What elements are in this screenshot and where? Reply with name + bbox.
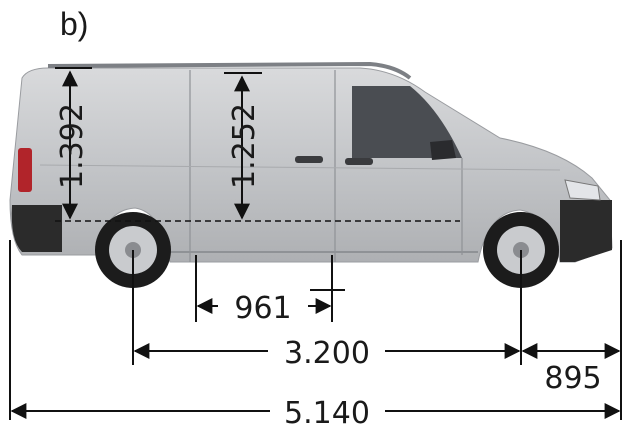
label-5140: 5.140 bbox=[284, 396, 370, 431]
roof-rail bbox=[47, 61, 412, 80]
door-handle-2 bbox=[345, 158, 373, 165]
front-side-window bbox=[352, 86, 462, 158]
rear-light bbox=[18, 148, 32, 192]
rear-bumper bbox=[11, 205, 62, 252]
label-961: 961 bbox=[234, 291, 291, 326]
door-handle-1 bbox=[295, 156, 323, 163]
label-1252: 1.252 bbox=[227, 103, 262, 189]
headlight bbox=[564, 179, 601, 201]
front-bumper bbox=[560, 200, 612, 262]
label-895: 895 bbox=[544, 361, 601, 396]
side-mirror bbox=[430, 140, 456, 160]
dimension-labels: 1.392 1.252 961 3.200 895 5.140 bbox=[55, 103, 602, 431]
side-crease bbox=[39, 164, 561, 171]
dimension-lines bbox=[9, 67, 622, 420]
van-illustration bbox=[9, 61, 613, 288]
panel-label: b) bbox=[60, 6, 89, 42]
label-3200: 3.200 bbox=[284, 336, 370, 371]
label-1392: 1.392 bbox=[55, 103, 90, 189]
